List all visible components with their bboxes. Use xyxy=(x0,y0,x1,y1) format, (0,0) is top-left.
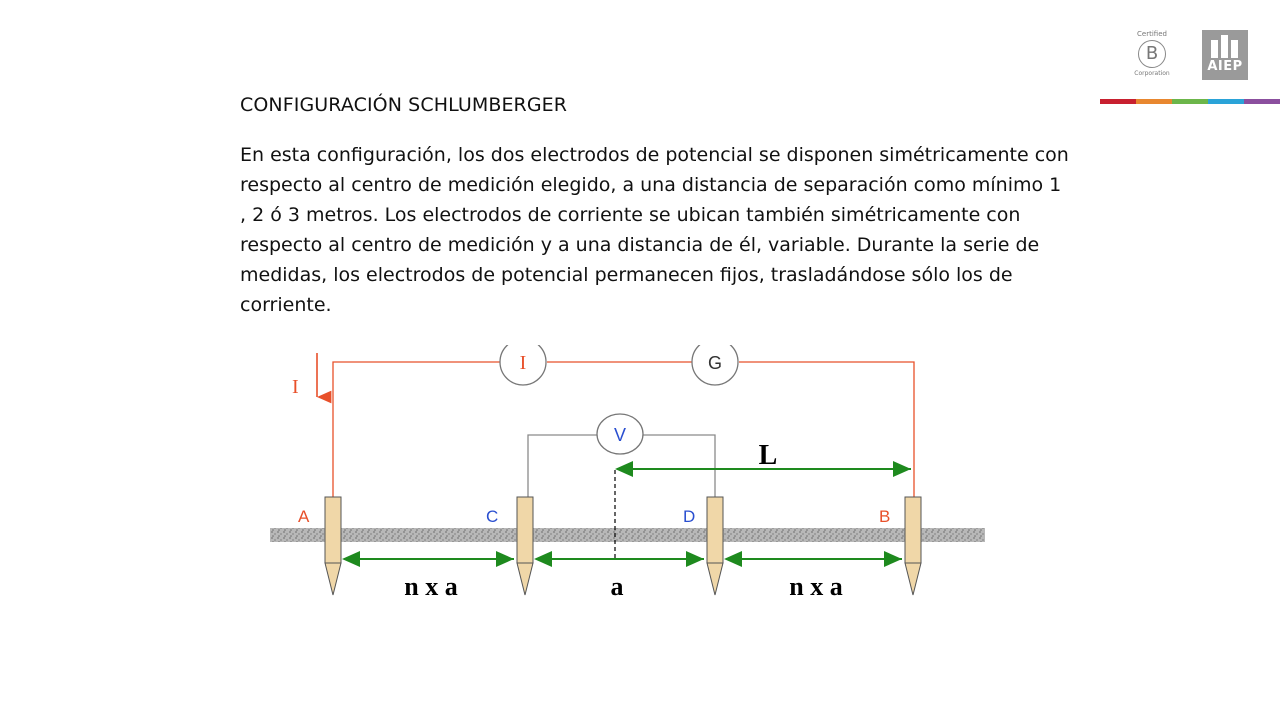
voltage-wire-left xyxy=(527,434,597,497)
color-bar-segment-blue xyxy=(1208,99,1244,104)
electrode-B-label: B xyxy=(879,507,890,526)
aiep-logo-text: AIEP xyxy=(1207,59,1243,74)
aiep-building-icon xyxy=(1211,35,1238,58)
electrode-D-label: D xyxy=(683,507,695,526)
spacing-center-label: a xyxy=(611,572,624,601)
generator-circle xyxy=(691,345,739,386)
dimension-L-label: L xyxy=(759,440,778,471)
current-wire-right xyxy=(739,361,915,497)
ground-strip xyxy=(270,528,985,542)
electrode-A-label: A xyxy=(298,507,310,526)
spacing-right-label: n x a xyxy=(789,572,842,601)
bcorp-logo-letter: B xyxy=(1138,40,1166,68)
electrode-C-label: C xyxy=(486,507,498,526)
electrode-C xyxy=(516,496,534,596)
aiep-logo: AIEP xyxy=(1202,30,1248,80)
color-bar-segment-green xyxy=(1172,99,1208,104)
slide-paragraph: En esta configuración, los dos electrodo… xyxy=(240,144,1069,316)
color-bar-segment-purple xyxy=(1244,99,1280,104)
voltage-wire-right xyxy=(643,434,716,497)
voltmeter-circle xyxy=(596,413,644,455)
current-wire-left xyxy=(332,361,500,497)
electrode-D xyxy=(706,496,724,596)
schlumberger-diagram: I I G V L A C D B n x a a n x a xyxy=(270,345,985,601)
bcorp-logo-bottom-text: Corporation xyxy=(1134,70,1170,77)
color-bar-segment-orange xyxy=(1136,99,1172,104)
spacing-left-label: n x a xyxy=(404,572,457,601)
electrode-A xyxy=(324,496,342,596)
bcorp-logo-top-text: Certified xyxy=(1137,30,1167,38)
ammeter-label: I xyxy=(520,352,527,374)
electrode-B xyxy=(904,496,922,596)
ammeter-circle xyxy=(499,345,547,386)
color-bar-segment-red xyxy=(1100,99,1136,104)
voltmeter-label: V xyxy=(614,425,626,445)
bcorp-logo: Certified B Corporation xyxy=(1130,30,1174,82)
slide-title: CONFIGURACIÓN SCHLUMBERGER xyxy=(240,94,568,116)
generator-label: G xyxy=(708,353,722,373)
brand-color-bar xyxy=(1100,99,1280,104)
current-arrow-label: I xyxy=(292,376,299,398)
